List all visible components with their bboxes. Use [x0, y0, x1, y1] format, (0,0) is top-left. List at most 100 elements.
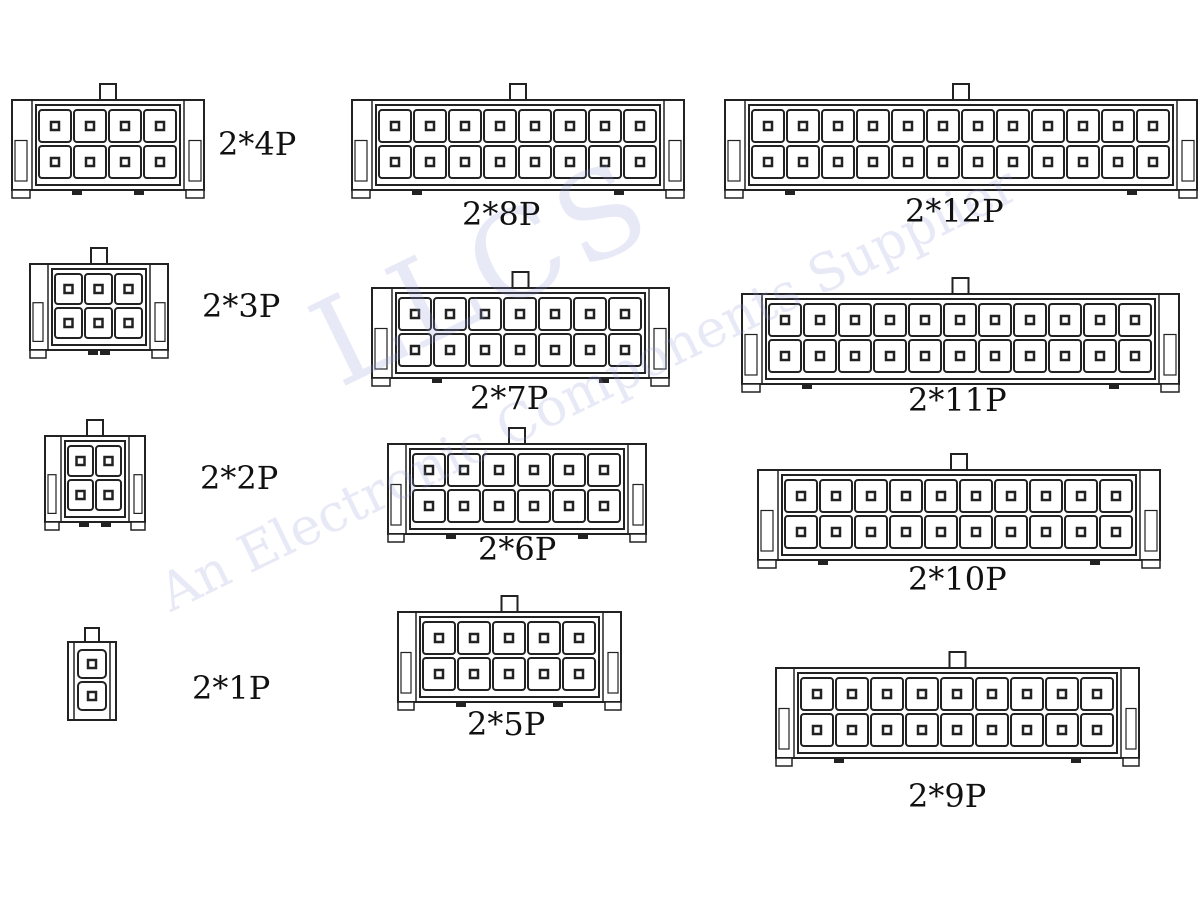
pin	[1110, 526, 1122, 538]
pin	[951, 688, 963, 700]
pin	[1007, 156, 1019, 168]
pin	[598, 500, 610, 512]
pin	[1094, 314, 1106, 326]
latch	[511, 271, 530, 289]
connector-2x9p	[775, 651, 1140, 767]
pin	[970, 490, 982, 502]
pin	[832, 120, 844, 132]
pin	[865, 490, 877, 502]
pin	[63, 283, 74, 295]
pin	[479, 344, 491, 356]
pin	[846, 688, 858, 700]
pin	[1091, 688, 1103, 700]
pin	[584, 344, 596, 356]
pin	[867, 156, 879, 168]
pin	[1091, 724, 1103, 736]
pin	[49, 120, 61, 132]
label-2x3p: 2*3P	[202, 287, 281, 325]
connector-2x11p	[741, 277, 1180, 393]
connector-2x4p	[11, 83, 205, 199]
pin	[468, 668, 480, 680]
pin	[1129, 314, 1141, 326]
pin	[528, 464, 540, 476]
pin	[900, 490, 912, 502]
pin	[479, 308, 491, 320]
pin	[459, 120, 471, 132]
pin	[1024, 350, 1036, 362]
pin	[86, 658, 98, 670]
pin	[902, 120, 914, 132]
pin	[503, 632, 515, 644]
pin	[1024, 314, 1036, 326]
pin	[937, 120, 949, 132]
latch	[90, 247, 108, 265]
pin	[389, 120, 401, 132]
pin	[846, 724, 858, 736]
pin	[538, 632, 550, 644]
pin	[954, 350, 966, 362]
pin	[867, 120, 879, 132]
label-2x8p: 2*8P	[462, 195, 541, 233]
connector-2x12p	[724, 83, 1198, 199]
label-2x9p: 2*9P	[908, 777, 987, 815]
pin	[900, 526, 912, 538]
pin	[865, 526, 877, 538]
pin	[154, 120, 166, 132]
latch	[508, 427, 526, 445]
latch	[509, 83, 527, 101]
pin	[573, 668, 585, 680]
latch	[84, 627, 100, 643]
pin	[493, 464, 505, 476]
pin	[123, 283, 134, 295]
pin	[884, 350, 896, 362]
pin	[444, 308, 456, 320]
pin	[529, 156, 541, 168]
pin	[494, 120, 506, 132]
pin	[424, 156, 436, 168]
label-2x12p: 2*12P	[905, 192, 1004, 230]
pin	[409, 308, 421, 320]
pin	[935, 526, 947, 538]
pin	[564, 156, 576, 168]
pin	[1056, 724, 1068, 736]
pin	[423, 500, 435, 512]
pin	[1042, 120, 1054, 132]
label-2x2p: 2*2P	[200, 459, 279, 497]
pin	[986, 688, 998, 700]
pin	[935, 490, 947, 502]
connector-2x6p	[387, 427, 647, 543]
pin	[529, 120, 541, 132]
latch	[951, 277, 970, 295]
pin	[103, 489, 114, 501]
pin	[779, 350, 791, 362]
pin	[1110, 490, 1122, 502]
pin	[762, 120, 774, 132]
pin	[75, 489, 86, 501]
pin	[795, 490, 807, 502]
pin	[1077, 156, 1089, 168]
pin	[528, 500, 540, 512]
pin	[619, 344, 631, 356]
pin	[494, 156, 506, 168]
pin	[972, 120, 984, 132]
pin	[573, 632, 585, 644]
pin	[563, 500, 575, 512]
pin	[75, 455, 86, 467]
connector-2x3p	[29, 247, 169, 359]
pin	[797, 156, 809, 168]
pin	[1077, 120, 1089, 132]
pin	[1021, 688, 1033, 700]
pin	[514, 344, 526, 356]
pin	[919, 314, 931, 326]
pin	[514, 308, 526, 320]
pin	[989, 350, 1001, 362]
pin	[972, 156, 984, 168]
pin	[919, 350, 931, 362]
pin	[433, 632, 445, 644]
pin	[989, 314, 1001, 326]
pin	[986, 724, 998, 736]
pin	[1007, 120, 1019, 132]
pin	[564, 120, 576, 132]
pin	[423, 464, 435, 476]
